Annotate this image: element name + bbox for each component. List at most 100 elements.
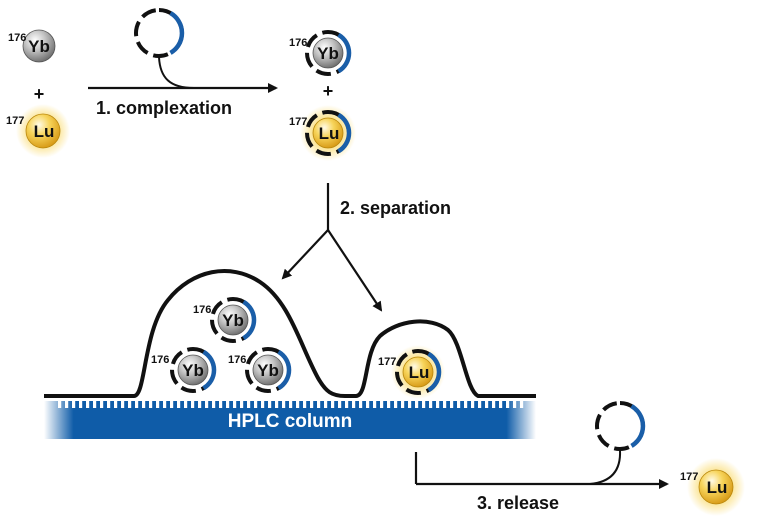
packing-tooth: [296, 401, 300, 408]
yb-mass-number: 176: [289, 37, 307, 49]
packing-tooth: [485, 401, 489, 408]
packing-tooth: [184, 401, 188, 408]
packing-tooth: [114, 401, 118, 408]
lu-symbol: Lu: [319, 124, 340, 143]
packing-tooth: [366, 401, 370, 408]
yb-mass-number: 176: [151, 354, 169, 366]
packing-tooth: [128, 401, 132, 408]
packing-tooth: [345, 401, 349, 408]
packing-tooth: [198, 401, 202, 408]
packing-tooth: [219, 401, 223, 408]
lu-released: 177 Lu: [680, 458, 745, 516]
yb-complex-product: 176 Yb: [289, 32, 349, 74]
column-label: HPLC column: [228, 411, 353, 432]
chromatogram-peak-icon: [44, 269, 536, 398]
yb-mass-number: 176: [228, 354, 246, 366]
yb-mass-number: 176: [193, 304, 211, 316]
yb-peak-complex-right: 176 Yb: [228, 349, 289, 391]
packing-tooth: [387, 401, 391, 408]
packing-tooth: [100, 401, 104, 408]
yb-peak-complex-top: 176 Yb: [193, 299, 254, 341]
packing-tooth: [359, 401, 363, 408]
packing-tooth: [121, 401, 125, 408]
packing-tooth: [443, 401, 447, 408]
yb-peak-complex-left: 176 Yb: [151, 349, 214, 391]
packing-tooth: [275, 401, 279, 408]
ytterbium-atom-icon: [312, 37, 344, 69]
separation-arrows: [281, 183, 383, 312]
packing-tooth: [317, 401, 321, 408]
arrow-icon: [327, 229, 383, 312]
packing-tooth: [58, 401, 62, 408]
packing-tooth: [156, 401, 160, 408]
packing-tooth: [135, 401, 139, 408]
hplc-column: HPLC column: [44, 401, 536, 439]
packing-tooth: [226, 401, 230, 408]
packing-tooth: [492, 401, 496, 408]
chelator-ring-icon: [136, 10, 182, 56]
ytterbium-atom-icon: [177, 354, 209, 386]
packing-tooth: [170, 401, 174, 408]
packing-tooth: [149, 401, 153, 408]
step-release-label: 3. release: [477, 493, 559, 513]
lutetium-atom-icon: [402, 356, 434, 388]
packing-tooth: [177, 401, 181, 408]
ytterbium-atom-icon: [22, 29, 56, 63]
yb-mass-number: 176: [8, 32, 26, 44]
packing-tooth: [520, 401, 524, 408]
packing-tooth: [65, 401, 69, 408]
packing-tooth: [310, 401, 314, 408]
chelator-ring-icon: [597, 403, 643, 449]
plus-sign: +: [323, 81, 334, 101]
packing-tooth: [506, 401, 510, 408]
packing-tooth: [513, 401, 517, 408]
packing-tooth: [191, 401, 195, 408]
lutetium-atom-icon: [25, 113, 61, 149]
column-packing: [58, 401, 524, 408]
packing-tooth: [338, 401, 342, 408]
packing-tooth: [415, 401, 419, 408]
packing-tooth: [352, 401, 356, 408]
yb-reactant: 176 Yb: [8, 29, 56, 63]
packing-tooth: [303, 401, 307, 408]
yb-symbol: Yb: [317, 44, 339, 63]
yb-symbol: Yb: [182, 361, 204, 380]
packing-tooth: [394, 401, 398, 408]
lu-peak-complex: 177 Lu: [378, 345, 445, 399]
packing-tooth: [72, 401, 76, 408]
packing-tooth: [380, 401, 384, 408]
packing-tooth: [163, 401, 167, 408]
packing-tooth: [268, 401, 272, 408]
packing-tooth: [247, 401, 251, 408]
lutetium-atom-icon: [312, 117, 344, 149]
step-separation-label: 2. separation: [340, 198, 451, 218]
packing-tooth: [79, 401, 83, 408]
ytterbium-atom-icon: [217, 304, 249, 336]
packing-tooth: [436, 401, 440, 408]
packing-tooth: [240, 401, 244, 408]
step-complexation-label: 1. complexation: [96, 98, 232, 118]
packing-tooth: [401, 401, 405, 408]
lu-symbol: Lu: [34, 122, 55, 141]
packing-tooth: [289, 401, 293, 408]
yb-symbol: Yb: [222, 311, 244, 330]
packing-tooth: [324, 401, 328, 408]
complexation-arrow: [88, 10, 278, 93]
ytterbium-atom-icon: [252, 354, 284, 386]
packing-tooth: [212, 401, 216, 408]
lu-symbol: Lu: [409, 363, 430, 382]
yb-symbol: Yb: [28, 37, 50, 56]
lu-symbol: Lu: [707, 478, 728, 497]
arrow-icon: [281, 229, 329, 280]
release-arrow: [414, 403, 669, 489]
packing-tooth: [86, 401, 90, 408]
packing-tooth: [429, 401, 433, 408]
plus-sign: +: [34, 84, 45, 104]
packing-tooth: [331, 401, 335, 408]
packing-tooth: [205, 401, 209, 408]
packing-tooth: [373, 401, 377, 408]
packing-tooth: [422, 401, 426, 408]
lu-mass-number: 177: [289, 116, 307, 128]
packing-tooth: [471, 401, 475, 408]
packing-tooth: [464, 401, 468, 408]
